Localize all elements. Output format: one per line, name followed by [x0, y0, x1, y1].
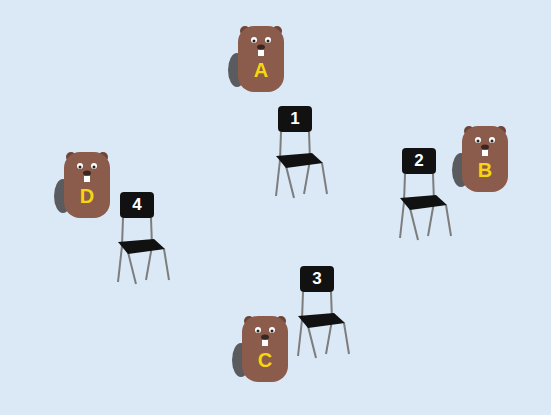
chair-leg — [308, 326, 316, 358]
beaver-nose — [83, 171, 91, 176]
chair-leg — [286, 166, 294, 198]
beaver-eye — [269, 327, 275, 333]
chair-leg — [164, 249, 169, 280]
folding-chair: 2 — [396, 146, 456, 242]
seat-number: 4 — [120, 194, 154, 216]
beaver-pupil — [491, 140, 494, 143]
beaver-letter: C — [242, 348, 288, 372]
chair-seat — [276, 153, 323, 168]
chair-seat — [298, 313, 345, 328]
beaver-nose — [257, 45, 265, 50]
beaver-pupil — [257, 330, 260, 333]
chair-back — [402, 148, 436, 174]
beaver-figure: D — [52, 146, 116, 220]
seat-number: 3 — [300, 268, 334, 290]
figure-drawing — [52, 146, 116, 220]
chair-seat — [118, 239, 165, 254]
beaver-eye — [77, 163, 83, 169]
figure-drawing — [272, 104, 332, 200]
chair-leg — [410, 208, 418, 240]
figure-drawing — [450, 120, 514, 194]
figure-drawing — [114, 190, 174, 286]
chair-leg — [128, 252, 136, 284]
beaver-nose — [261, 335, 269, 340]
beaver-letter: B — [462, 158, 508, 182]
beaver-body — [64, 152, 110, 218]
beaver-eye — [489, 137, 495, 143]
figure-drawing — [294, 264, 354, 360]
beaver-figure: C — [230, 310, 294, 384]
chair-leg — [298, 320, 302, 356]
seat-number: 1 — [278, 108, 312, 130]
figure-drawing — [226, 20, 290, 94]
beaver-pupil — [253, 40, 256, 43]
beaver-body — [238, 26, 284, 92]
beaver-pupil — [267, 40, 270, 43]
chair-leg — [276, 160, 280, 196]
figure-drawing — [230, 310, 294, 384]
chair-back — [278, 106, 312, 132]
seat-number: 2 — [402, 150, 436, 172]
folding-chair: 1 — [272, 104, 332, 200]
beaver-eye — [255, 327, 261, 333]
beaver-body — [242, 316, 288, 382]
chair-leg — [344, 323, 349, 354]
beaver-pupil — [271, 330, 274, 333]
beaver-pupil — [93, 166, 96, 169]
beaver-teeth — [84, 176, 90, 182]
chair-back — [120, 192, 154, 218]
chair-back — [300, 266, 334, 292]
chair-seat — [400, 195, 447, 210]
chair-leg — [118, 246, 122, 282]
beaver-pupil — [477, 140, 480, 143]
folding-chair: 3 — [294, 264, 354, 360]
beaver-eye — [265, 37, 271, 43]
beaver-figure: B — [450, 120, 514, 194]
folding-chair: 4 — [114, 190, 174, 286]
beaver-letter: D — [64, 184, 110, 208]
beaver-teeth — [482, 150, 488, 156]
beaver-eye — [475, 137, 481, 143]
figure-drawing — [396, 146, 456, 242]
beaver-figure: A — [226, 20, 290, 94]
beaver-body — [462, 126, 508, 192]
beaver-eye — [251, 37, 257, 43]
beaver-letter: A — [238, 58, 284, 82]
beaver-eye — [91, 163, 97, 169]
beaver-pupil — [79, 166, 82, 169]
beaver-nose — [481, 145, 489, 150]
chair-leg — [446, 205, 451, 236]
beaver-teeth — [262, 340, 268, 346]
chair-leg — [400, 202, 404, 238]
beaver-teeth — [258, 50, 264, 56]
chair-leg — [322, 163, 327, 194]
